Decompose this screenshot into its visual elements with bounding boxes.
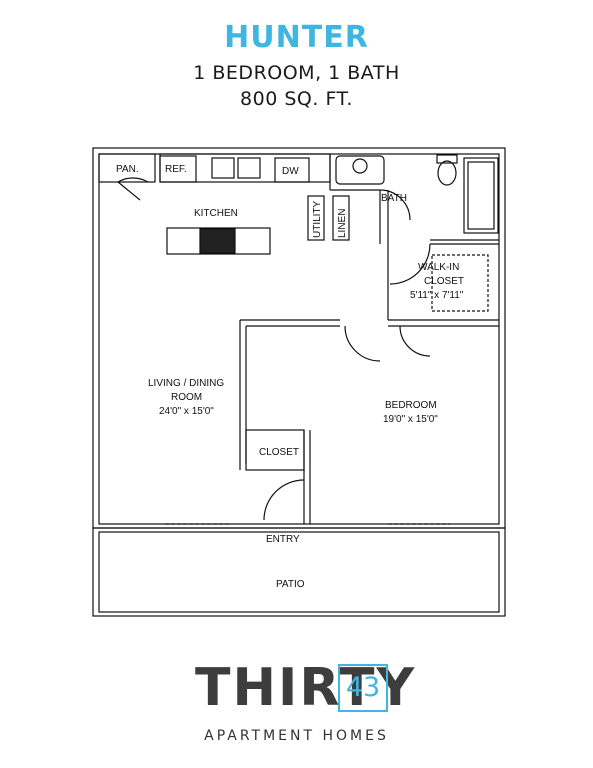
patio-inner <box>98 531 500 613</box>
kitchen-island <box>166 227 271 255</box>
dishwasher-box <box>274 157 310 183</box>
floor-plan: PAN. REF. DW KITCHEN UTILITY LINEN BATH … <box>92 147 506 617</box>
square-feet: 800 SQ. FT. <box>240 88 353 110</box>
toilet-icon <box>437 160 457 186</box>
utility-closet <box>307 195 325 241</box>
pantry-box <box>98 153 156 183</box>
utility-label: UTILITY <box>312 200 323 238</box>
fridge-box <box>159 155 197 183</box>
linen-closet <box>332 195 350 241</box>
sink-right-icon <box>237 157 261 179</box>
brand-subtitle: APARTMENT HOMES <box>204 728 389 744</box>
closet-door-upper <box>389 243 431 285</box>
bedroom-label: BEDROOM <box>385 400 437 411</box>
walk-in-label-2: CLOSET <box>424 276 464 287</box>
bedroom-dims: 19'0" x 15'0" <box>383 414 438 425</box>
fridge-label: REF. <box>165 164 187 175</box>
brand-number: 43 <box>338 664 388 712</box>
living-dims: 24'0" x 15'0" <box>159 406 214 417</box>
entry-door <box>263 479 305 521</box>
plan-name: HUNTER <box>224 20 369 55</box>
bathtub-icon <box>463 157 499 234</box>
kitchen-label: KITCHEN <box>194 208 238 219</box>
patio-label: PATIO <box>276 579 305 590</box>
bedroom-door <box>344 325 381 362</box>
dishwasher-label: DW <box>282 166 299 177</box>
walk-in-label-1: WALK-IN <box>418 262 459 273</box>
beds-baths: 1 BEDROOM, 1 BATH <box>193 62 400 84</box>
living-label-2: ROOM <box>171 392 202 403</box>
cooktop-icon <box>199 228 236 254</box>
brand-logo: THIRTY 43 APARTMENT HOMES <box>0 660 593 750</box>
sink-left-icon <box>211 157 235 179</box>
bath-label: BATH <box>381 193 407 204</box>
living-label-1: LIVING / DINING <box>148 378 224 389</box>
outer-wall <box>92 147 506 529</box>
bath-door <box>379 189 411 221</box>
bath-sink-icon <box>352 158 368 174</box>
vanity <box>335 155 385 185</box>
inner-wall <box>98 153 500 525</box>
entry-label: ENTRY <box>266 534 300 545</box>
brand-word: THIRTY <box>195 658 417 718</box>
pantry-label: PAN. <box>116 164 139 175</box>
linen-label: LINEN <box>337 209 348 238</box>
patio-outline <box>92 527 506 617</box>
walk-in-dims: 5'11" x 7'11" <box>410 290 464 301</box>
closet-label: CLOSET <box>259 447 299 458</box>
closet-door-lower <box>399 325 431 357</box>
closet-shelf <box>431 254 489 312</box>
pantry-door <box>117 177 149 201</box>
